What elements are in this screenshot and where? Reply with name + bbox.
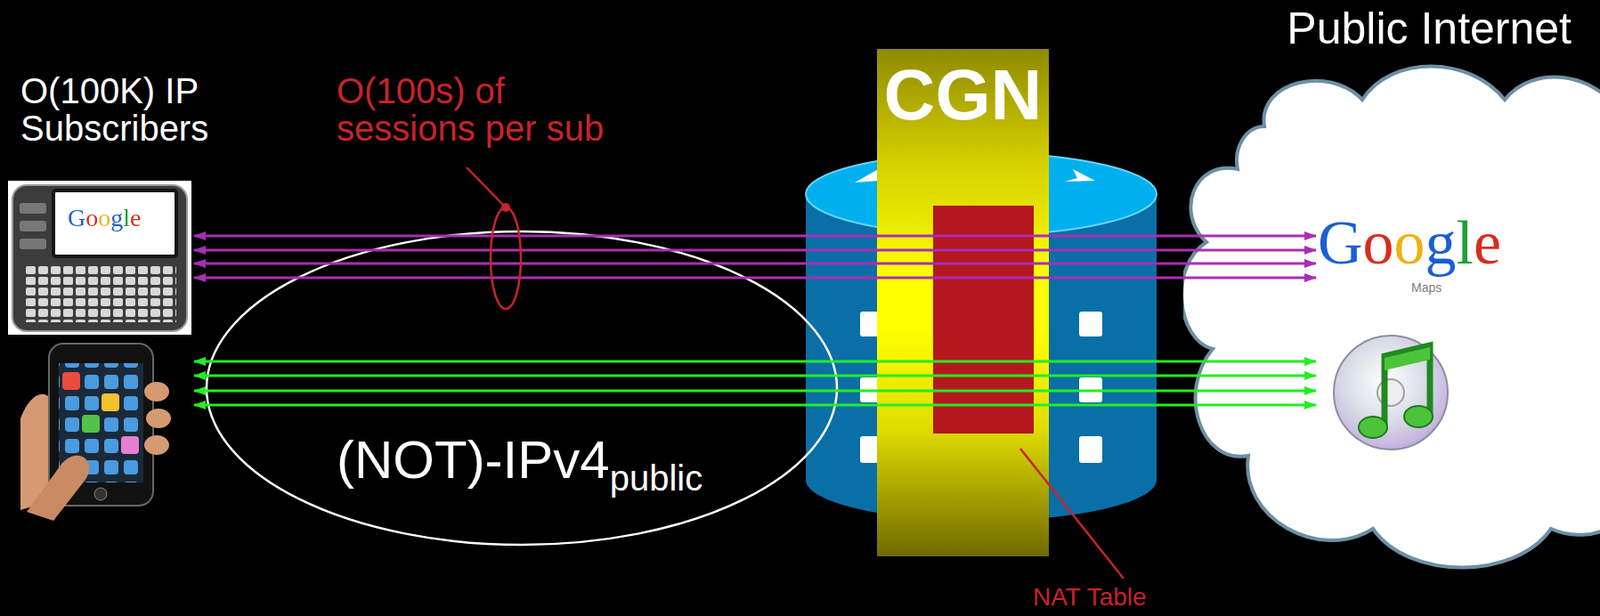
text-holder: (NOT)-IPv4public (336, 433, 703, 488)
sessions-callout (466, 167, 521, 309)
subscriber-count: O(100K) IP Subscribers (20, 72, 230, 147)
service-logo: Google (1317, 208, 1502, 277)
label-holder: Google (1317, 208, 1502, 277)
band-title: CGN (884, 56, 1043, 135)
network-name: (NOT)-IPv4 (336, 430, 610, 490)
label-holder: O(100s) of sessions per sub (336, 72, 631, 147)
nat-table (933, 205, 1034, 434)
label-holder: O(100K) IP Subscribers (20, 72, 230, 147)
session-arrows-purple (194, 235, 1316, 278)
label-holder: Google (67, 204, 141, 233)
label-holder: NAT Table (1032, 584, 1147, 612)
router-arrow-mark (1064, 169, 1096, 182)
itunes-icon (1333, 335, 1448, 450)
nat-label: NAT Table (1032, 584, 1147, 612)
text-holder: CGN (884, 56, 1043, 135)
cloud-title: Public Internet (1286, 3, 1572, 56)
nat-leader-line (1020, 448, 1124, 579)
subscript-text: public (609, 458, 704, 498)
label-holder: Maps (1411, 279, 1442, 296)
internet-cloud: Public Internet (1183, 0, 1600, 588)
session-count: O(100s) of sessions per sub (336, 72, 631, 147)
logo-subtitle: Maps (1411, 281, 1442, 295)
session-arrows-green (194, 361, 1316, 406)
text-holder: Public Internet (1286, 3, 1572, 56)
phone-android (8, 180, 192, 335)
phone-screen-logo: Google (67, 204, 141, 233)
cloud-outline (1183, 0, 1600, 588)
phone-iphone (20, 343, 171, 521)
